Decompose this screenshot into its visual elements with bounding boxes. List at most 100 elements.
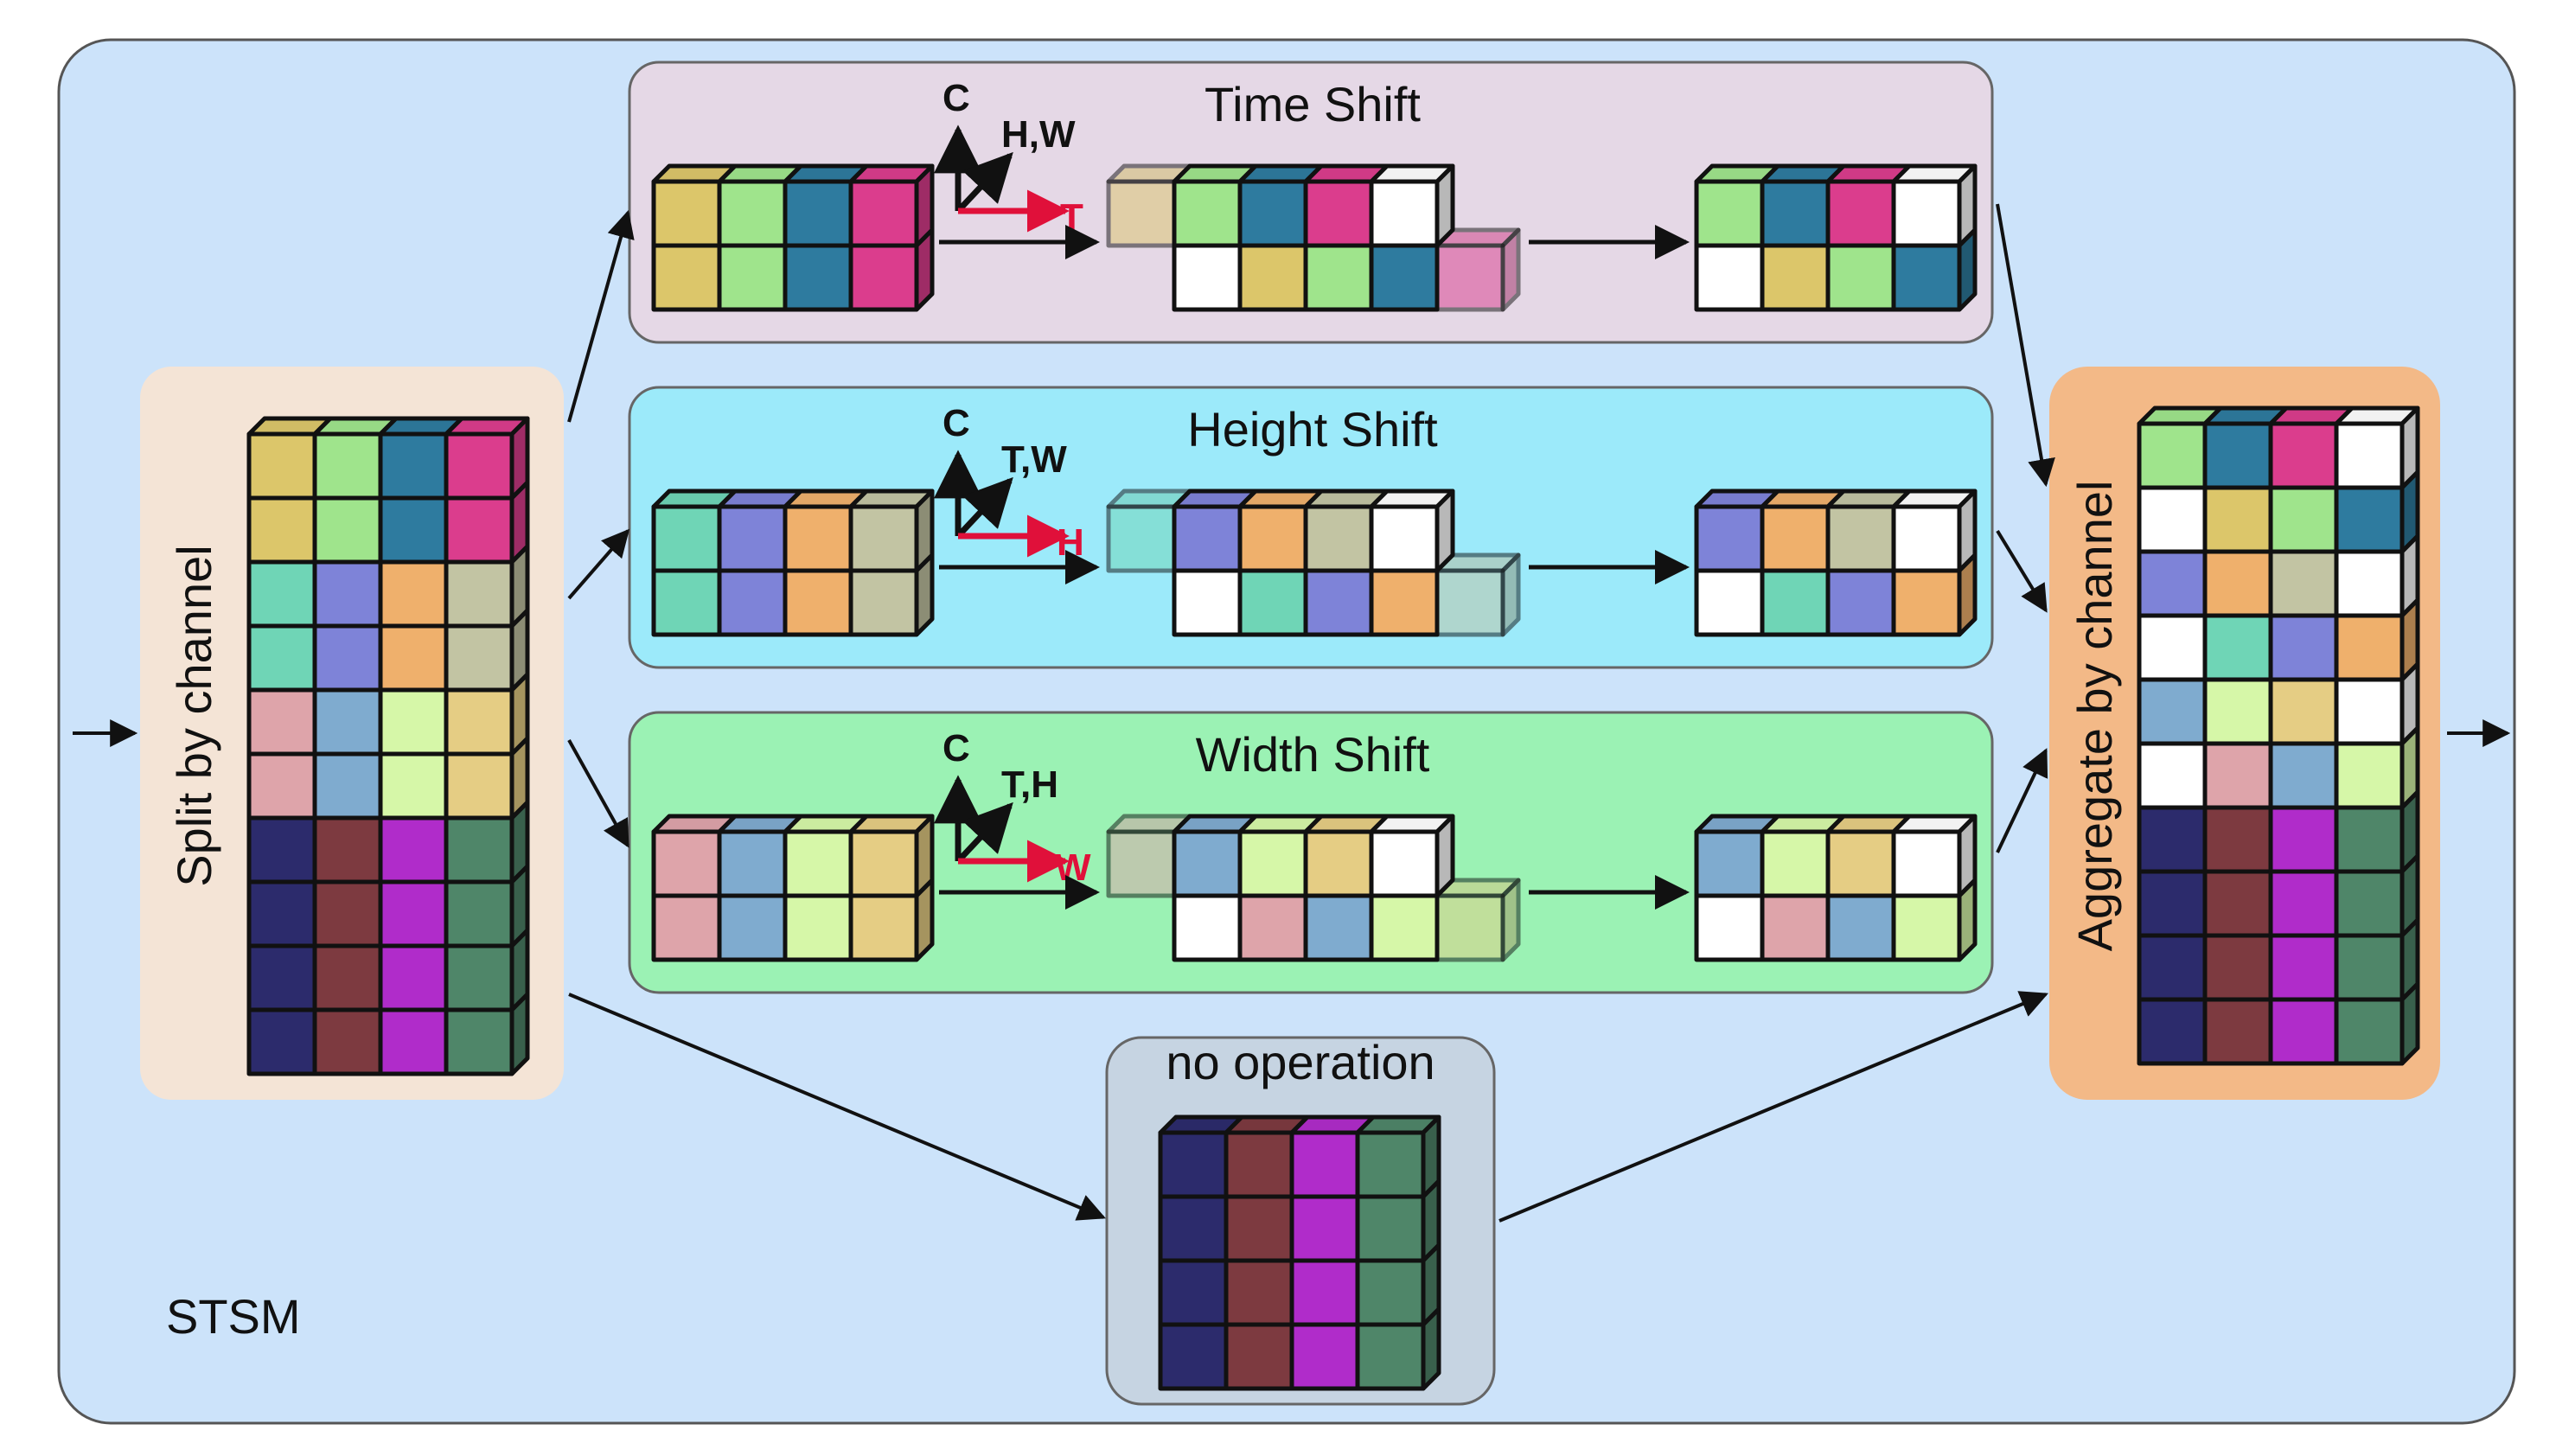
time-shift-bottom-cell (1172, 243, 1243, 312)
width-output-stack (1694, 814, 1978, 962)
aggregate-stack-cell (2202, 613, 2273, 682)
height-input-stack-side-face (914, 552, 935, 637)
width-input-stack-cell (848, 893, 919, 962)
time-input-stack-cell (848, 179, 919, 248)
split-stack-cell (378, 751, 449, 821)
aggregate-stack-cell (2334, 613, 2405, 682)
noop-stack-side-face (1421, 1306, 1441, 1391)
split-stack-cell (246, 495, 317, 565)
split-stack-cell (246, 1007, 317, 1076)
aggregate-stack-cell (2268, 677, 2339, 746)
aggregate-label: Aggregate by channel (2067, 481, 2122, 952)
width-input-stack-cell (651, 893, 722, 962)
feature-cubes (246, 163, 2420, 1391)
aggregate-stack-cell (2334, 933, 2405, 1002)
time-input-stack-cell (783, 243, 853, 312)
noop-stack-cell (1224, 1130, 1294, 1199)
aggregate-stack-cell (2268, 805, 2339, 874)
height-output-stack-cell (1825, 568, 1896, 637)
width-output-stack-cell (1694, 893, 1765, 962)
split-to-time-arrow (567, 209, 635, 423)
noop-stack-cell (1355, 1258, 1426, 1327)
time-shift-top-cell (1303, 179, 1374, 248)
height-output-stack-cell (1891, 568, 1962, 637)
noop-stack-cell (1289, 1194, 1360, 1263)
height-axis-shift: H (1057, 521, 1084, 564)
time-shift-title: Time Shift (1205, 77, 1421, 131)
height-input-stack-cell (717, 568, 788, 637)
time-ghost-top-front (1106, 179, 1177, 248)
time-output-stack-cell (1825, 179, 1896, 248)
split-stack-cell (312, 751, 383, 821)
aggregate-stack-cell (2202, 805, 2273, 874)
height-shift-bottom-cell (1172, 568, 1243, 637)
width-ghost-bottom-side (1500, 878, 1521, 962)
time-shift-top-cell (1369, 179, 1440, 248)
split-stack-cell (246, 431, 317, 501)
split-stack-cell (312, 431, 383, 501)
aggregate-stack-cell (2268, 485, 2339, 554)
height-shift-bottom (1172, 568, 1440, 637)
width-input-stack (651, 814, 935, 962)
split-stack-cell (246, 879, 317, 948)
aggregate-stack-cell (2268, 421, 2339, 490)
width-input-stack-cell (783, 893, 853, 962)
height-input-stack-cell (783, 568, 853, 637)
split-stack-cell (378, 431, 449, 501)
split-to-noop-arrow (568, 993, 1106, 1221)
split-stack-cell (312, 623, 383, 693)
aggregate-stack-cell (2202, 933, 2273, 1002)
height-ghost-bottom-side (1500, 552, 1521, 637)
split-stack-cell (378, 1007, 449, 1076)
width-input-stack-cell (848, 829, 919, 898)
width-shift-bottom-cell (1172, 893, 1243, 962)
split-stack-cell (312, 687, 383, 757)
time-axis-c: C (943, 77, 970, 119)
width-axis-c: C (943, 727, 970, 770)
height-shift-bottom-cell (1369, 568, 1440, 637)
aggregate-stack-cell (2334, 677, 2405, 746)
height-shift-top-cell (1172, 504, 1243, 573)
width-shift-top-cell (1303, 829, 1374, 898)
height-shift-top (1172, 489, 1455, 573)
width-output-stack-cell (1891, 893, 1962, 962)
split-stack-cell (378, 687, 449, 757)
split-stack-cell (378, 623, 449, 693)
time-input-stack-cell (651, 243, 722, 312)
time-shift-top-cell (1172, 179, 1243, 248)
aggregate-stack-cell (2202, 677, 2273, 746)
split-to-width-arrow (567, 739, 629, 848)
noop-stack (1158, 1114, 1441, 1391)
aggregate-stack-cell (2334, 805, 2405, 874)
split-stack-cell (444, 495, 514, 565)
height-shift-title: Height Shift (1187, 402, 1438, 457)
split-stack-cell (312, 1007, 383, 1076)
aggregate-stack (2137, 406, 2420, 1066)
time-output-stack-cell (1760, 179, 1831, 248)
time-output-stack (1694, 163, 1978, 312)
noop-stack-cell (1158, 1322, 1229, 1391)
time-shift-bottom-cell (1303, 243, 1374, 312)
aggregate-stack-cell (2268, 869, 2339, 938)
height-output-stack-cell (1760, 568, 1831, 637)
time-output-stack-side-face (1957, 227, 1978, 312)
aggregate-stack-cell (2334, 485, 2405, 554)
split-stack (246, 416, 530, 1076)
width-shift-title: Width Shift (1196, 727, 1430, 782)
time-input-stack-cell (848, 243, 919, 312)
split-stack-cell (246, 623, 317, 693)
aggregate-stack-side-face (2399, 981, 2420, 1066)
height-output-stack-cell (1825, 504, 1896, 573)
width-output-stack-side-face (1957, 878, 1978, 962)
time-input-stack-cell (717, 243, 788, 312)
noop-stack-cell (1355, 1130, 1426, 1199)
width-input-stack-cell (783, 829, 853, 898)
width-output-stack-cell (1891, 829, 1962, 898)
width-shift-bottom (1172, 893, 1440, 962)
height-shift-top-cell (1237, 504, 1308, 573)
height-input-stack-cell (848, 568, 919, 637)
width-shift-top-cell (1237, 829, 1308, 898)
split-stack-cell (444, 815, 514, 884)
split-stack-cell (246, 815, 317, 884)
noop-stack-cell (1158, 1130, 1229, 1199)
